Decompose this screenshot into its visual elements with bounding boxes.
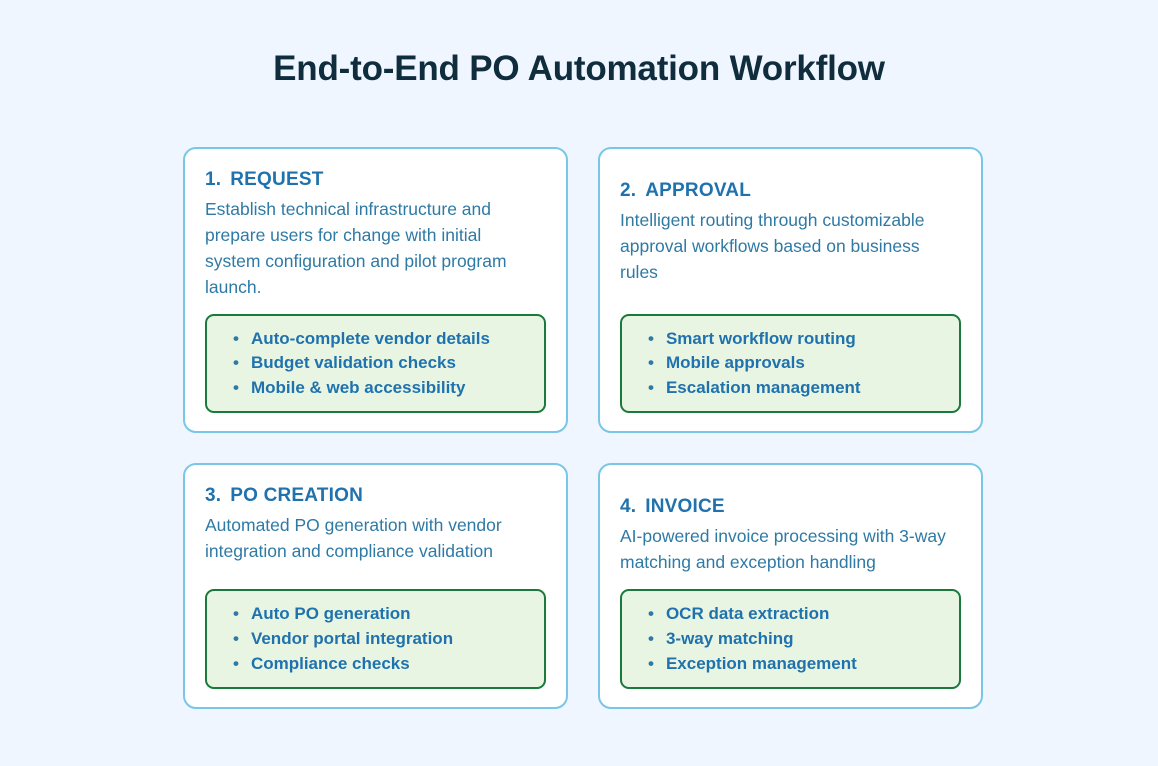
list-item: • Vendor portal integration [221, 627, 530, 652]
feature-label: Vendor portal integration [250, 628, 454, 648]
workflow-card-po-creation[interactable]: 3. PO CREATION Automated PO generation w… [183, 463, 568, 710]
step-name: INVOICE [645, 496, 725, 518]
workflow-card-grid: 1. REQUEST Establish technical infrastru… [183, 147, 983, 710]
step-number: 2. [620, 180, 637, 201]
feature-label: Escalation management [665, 377, 861, 397]
feature-box: • Auto-complete vendor details • Budget … [205, 313, 546, 414]
step-name: REQUEST [230, 169, 324, 190]
page-title: End-to-End PO Automation Workflow [273, 49, 885, 88]
bullet-icon: • [233, 653, 239, 673]
workflow-card-approval[interactable]: 2. APPROVAL Intelligent routing through … [598, 147, 983, 434]
feature-label: OCR data extraction [665, 604, 830, 624]
list-item: • Mobile & web accessibility [221, 376, 530, 401]
list-item: • Auto-complete vendor details [221, 327, 530, 352]
card-heading: 2. APPROVAL [620, 180, 961, 202]
feature-label: Auto PO generation [250, 604, 411, 624]
feature-list: • Smart workflow routing • Mobile approv… [636, 327, 945, 401]
step-name: PO CREATION [230, 485, 363, 507]
bullet-icon: • [648, 604, 654, 624]
feature-list: • Auto PO generation • Vendor portal int… [221, 602, 530, 676]
feature-box: • OCR data extraction • 3-way matching •… [620, 589, 961, 690]
step-number: 1. [205, 169, 222, 190]
bullet-icon: • [648, 377, 654, 397]
bullet-icon: • [233, 604, 239, 624]
card-description: AI-powered invoice processing with 3-way… [620, 526, 946, 573]
list-item: • Auto PO generation [221, 602, 530, 627]
list-item: • Mobile approvals [636, 351, 945, 376]
feature-label: Exception management [665, 653, 857, 673]
list-item: • Exception management [636, 652, 945, 677]
bullet-icon: • [648, 653, 654, 673]
list-item: • OCR data extraction [636, 602, 945, 627]
bullet-icon: • [233, 353, 239, 373]
card-description: Intelligent routing through customizable… [620, 210, 925, 282]
bullet-icon: • [648, 328, 654, 348]
step-number: 4. [620, 496, 637, 518]
workflow-card-invoice[interactable]: 4. INVOICE AI-powered invoice processing… [598, 463, 983, 710]
feature-label: Budget validation checks [250, 353, 456, 373]
card-description: Establish technical infrastructure and p… [205, 199, 507, 297]
feature-label: Compliance checks [250, 653, 410, 673]
feature-box: • Smart workflow routing • Mobile approv… [620, 313, 961, 414]
list-item: • Escalation management [636, 376, 945, 401]
card-description: Automated PO generation with vendor inte… [205, 515, 502, 562]
feature-label: Smart workflow routing [665, 328, 856, 348]
feature-label: Auto-complete vendor details [250, 328, 490, 348]
card-heading: 3. PO CREATION [205, 485, 546, 507]
list-item: • 3-way matching [636, 627, 945, 652]
step-number: 3. [205, 485, 222, 507]
feature-box: • Auto PO generation • Vendor portal int… [205, 589, 546, 690]
list-item: • Smart workflow routing [636, 327, 945, 352]
feature-label: Mobile approvals [665, 353, 805, 373]
bullet-icon: • [233, 328, 239, 348]
bullet-icon: • [648, 353, 654, 373]
bullet-icon: • [233, 377, 239, 397]
feature-list: • Auto-complete vendor details • Budget … [221, 327, 530, 401]
card-heading: 4. INVOICE [620, 496, 961, 518]
list-item: • Compliance checks [221, 652, 530, 677]
feature-label: Mobile & web accessibility [250, 377, 466, 397]
bullet-icon: • [648, 628, 654, 648]
card-heading: 1. REQUEST [205, 169, 546, 191]
list-item: • Budget validation checks [221, 351, 530, 376]
feature-list: • OCR data extraction • 3-way matching •… [636, 602, 945, 676]
step-name: APPROVAL [645, 180, 752, 201]
workflow-card-request[interactable]: 1. REQUEST Establish technical infrastru… [183, 147, 568, 434]
feature-label: 3-way matching [665, 628, 794, 648]
bullet-icon: • [233, 628, 239, 648]
